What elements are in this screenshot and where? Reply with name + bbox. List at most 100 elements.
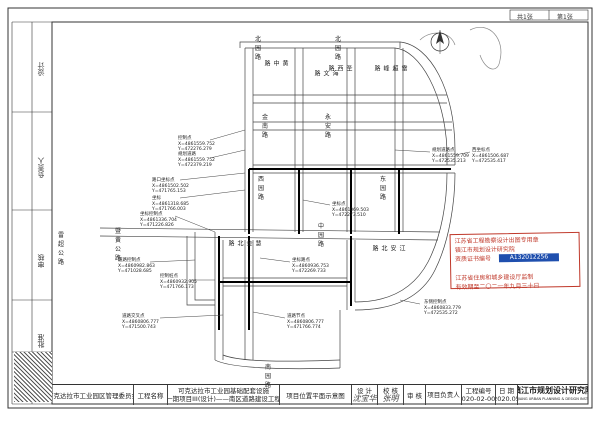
coordinate-x: X=4860932.905 — [160, 279, 197, 285]
road-label-haiwen: 海文路 — [313, 70, 338, 76]
coordinate-name: 坐标 — [152, 196, 161, 201]
coordinate-y: Y=471766.003 — [152, 207, 186, 212]
left-label-approve: 批准 — [37, 334, 45, 348]
coordinate-x: X=4860806.777 — [287, 319, 324, 325]
coordinate-x: X=4861506.687 — [472, 153, 509, 159]
coordinate-y: Y=472535.213 — [432, 159, 466, 164]
project-no-label: 工程编号 — [465, 387, 492, 395]
coordinate-x: X=4861318.685 — [152, 201, 189, 207]
left-label-leader: 负责人 — [37, 157, 45, 178]
project-roads — [218, 168, 451, 330]
coordinate-x: X=4860982.863 — [118, 263, 155, 269]
project-no-cell: 工程编号 2020-02-006 — [462, 385, 496, 405]
check-signature: 张明 — [382, 394, 399, 403]
coordinate-name: 规划道路 — [178, 152, 196, 157]
coordinate-x: X=4861336.704 — [140, 217, 177, 223]
project-leader-cell: 项目负责人 — [426, 385, 462, 405]
coordinate-y: Y=472273.510 — [332, 213, 366, 218]
coordinate-y: Y=472535.417 — [472, 159, 506, 164]
coordinate-y: Y=471766.173 — [160, 285, 194, 290]
check-cell: 校 核 张明 — [378, 385, 404, 405]
coordinate-name: 道路交叉点 — [122, 314, 145, 319]
stamp-cert-no: A132012256 — [498, 253, 560, 263]
coordinate-y: Y=471766.774 — [287, 325, 321, 330]
coordinate-x: X=4861559.709 — [432, 153, 469, 159]
road-label-huijin: 慧金北路 — [227, 240, 261, 246]
coordinate-y: Y=471226.826 — [140, 223, 174, 228]
coordinate-name: 控制点 — [178, 136, 192, 141]
project-name: 可克达拉市工业园基础配套设施 一期项目III(设计)——南区道路建设工程 — [168, 385, 280, 405]
institute-name-en: ZHENJIANG URBAN PLANNING & DESIGN INSTIT… — [518, 397, 588, 401]
north-arrow-icon — [430, 30, 450, 54]
road-label-jinan: 金南路 — [262, 114, 269, 139]
design-signature: 沈宝华 — [352, 394, 377, 403]
road-label-left: 雷超公路 — [58, 232, 65, 266]
coordinate-x: X=4861559.752 — [178, 141, 215, 147]
left-label-design: 设计 — [37, 62, 45, 76]
date-cell: 日 期 2020.05 — [496, 385, 518, 405]
road-label-yongan: 永安路 — [325, 114, 332, 139]
road-label-south: 南园路 — [265, 364, 272, 389]
coordinate-name: 西坐标点 — [472, 148, 490, 153]
coordinate-name: 坐标控制点 — [140, 212, 163, 217]
project-name-line-1: 可克达拉市工业园基础配套设施 — [178, 387, 269, 395]
coordinate-x: X=4861502.502 — [152, 183, 189, 189]
road-network — [99, 27, 502, 370]
coordinate-y: Y=471500.743 — [122, 325, 156, 330]
client-name: 可克达拉市工业园区管理委员会 — [52, 385, 134, 405]
design-label: 设 计 — [356, 387, 373, 395]
coordinate-name: 道路控制点 — [118, 258, 141, 263]
road-label-north-1: 北园路 — [255, 36, 262, 61]
hatched-seal — [14, 352, 52, 402]
sheet-total: 共1张 — [517, 14, 533, 21]
check-label: 校 核 — [382, 387, 399, 395]
drawing-title: 项目位置平面示意图 — [280, 385, 352, 405]
date-label: 日 期 — [498, 387, 515, 395]
project-no: 2020-02-006 — [462, 395, 496, 403]
institute-name: 镇江市规划设计研究院 — [518, 386, 588, 395]
coordinate-x: X=4861559.752 — [178, 157, 215, 163]
coordinate-name: 控制桩点 — [160, 274, 178, 279]
project-label: 工程名称 — [134, 385, 168, 405]
coordinate-x: X=4860833.779 — [424, 305, 461, 311]
coordinate-name: 道路节点 — [287, 314, 305, 319]
coordinate-name: 路口坐标点 — [152, 178, 175, 183]
coordinate-name: 规划道路点 — [432, 148, 455, 153]
title-block: 可克达拉市工业园区管理委员会 工程名称 可克达拉市工业园基础配套设施 一期项目I… — [52, 384, 588, 405]
road-label-jiangan: 江安北路 — [371, 245, 405, 251]
coordinate-name: 东侧控制点 — [424, 300, 447, 305]
coordinate-y: Y=472535.272 — [424, 311, 458, 316]
left-label-review: 审核 — [37, 254, 45, 268]
coordinate-y: Y=472276.279 — [178, 147, 212, 152]
design-stamp: 江苏省工程勘察设计出图专用章 镇江市规划设计研究院 资质证书编号 A132012… — [449, 231, 581, 291]
road-label-east: 东园路 — [380, 176, 387, 201]
leader-lines — [149, 129, 471, 319]
institute-cell: 镇江市规划设计研究院 ZHENJIANG URBAN PLANNING & DE… — [518, 385, 588, 405]
road-label-crossing: 暨黄公路 — [115, 228, 122, 262]
coordinate-y: Y=471028.685 — [118, 269, 152, 274]
road-label-middle: 中园路 — [318, 223, 325, 248]
coordinate-x: X=4860936.753 — [292, 263, 329, 269]
coordinate-name: 坐标路点 — [292, 258, 310, 263]
coordinate-x: X=4861069.503 — [332, 207, 369, 213]
road-label-west: 西园路 — [258, 176, 265, 201]
coordinate-y: Y=472379.219 — [178, 163, 212, 168]
road-label-lengxiaofeng: 雷超峰路 — [373, 65, 407, 71]
design-cell: 设 计 沈宝华 — [352, 385, 378, 405]
left-strip: 设计 负责人 审核 批准 — [12, 22, 52, 404]
coordinate-y: Y=471765.153 — [152, 189, 186, 194]
